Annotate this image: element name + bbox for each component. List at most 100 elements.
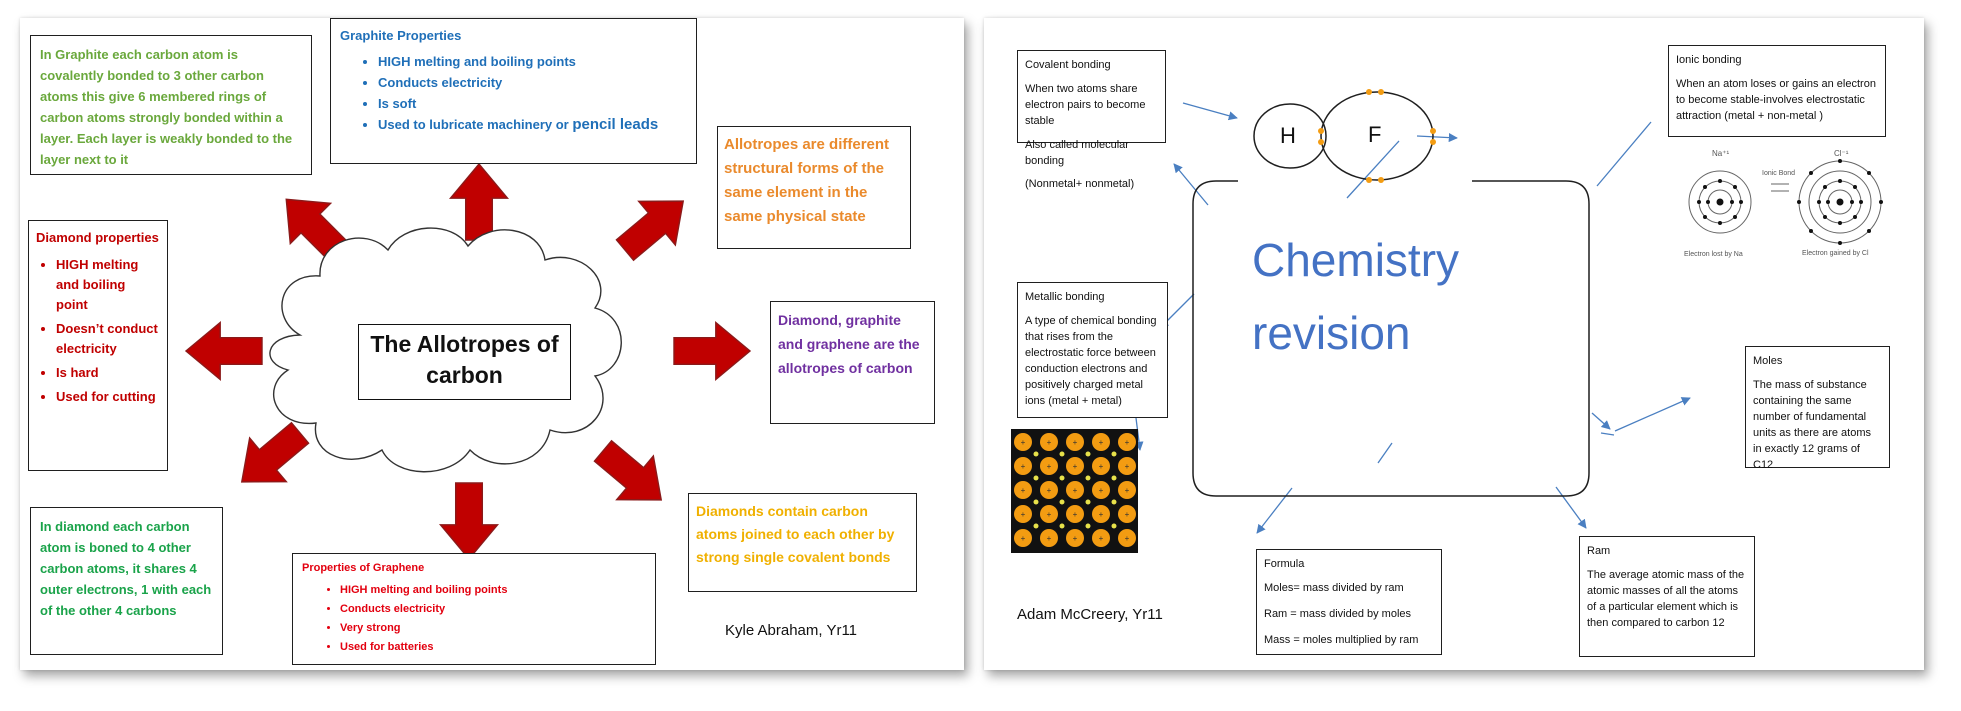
ram-text: The average atomic mass of the atomic ma… (1587, 569, 1745, 629)
graphite-structure-text: In Graphite each carbon atom is covalent… (40, 47, 293, 167)
arrow-down (439, 482, 499, 560)
free-electron (1111, 499, 1117, 505)
ion-charge: + (1073, 462, 1078, 471)
ion-charge: + (1021, 486, 1026, 495)
metal-ion (1092, 481, 1110, 499)
ion-charge: + (1099, 486, 1104, 495)
free-electron (1111, 475, 1117, 481)
ion-charge: + (1021, 438, 1026, 447)
moles-title: Moles (1753, 355, 1783, 367)
list-item-text: Used to lubricate machinery or (378, 117, 573, 132)
center-frame (1192, 180, 1590, 497)
formula-line: Moles= mass divided by ram (1264, 582, 1404, 594)
covalent-line: When two atoms share electron pairs to b… (1025, 83, 1146, 127)
diamond-structure-box: In diamond each carbon atom is boned to … (30, 507, 223, 655)
free-electron (1085, 499, 1091, 505)
ion-charge: + (1099, 534, 1104, 543)
metal-ion (1118, 457, 1136, 475)
ion-charge: + (1125, 534, 1130, 543)
ion-charge: + (1099, 510, 1104, 519)
ram-title: Ram (1587, 545, 1611, 557)
covalent-line: Also called molecular bonding (1025, 139, 1129, 167)
ionic-na-label: Na⁺¹ (1712, 149, 1730, 158)
metal-ion (1092, 457, 1110, 475)
metal-ion (1118, 481, 1136, 499)
ionic-text: When an atom loses or gains an electron … (1676, 78, 1876, 122)
metal-ion (1014, 457, 1032, 475)
list-item: Doesn’t conduct electricity (56, 319, 160, 359)
allotropes-definition-text: Allotropes are different structural form… (724, 136, 890, 225)
free-electron (1059, 451, 1065, 457)
covalent-title: Covalent bonding (1025, 59, 1111, 71)
ionic-bond-label: Ionic Bond (1762, 170, 1796, 177)
hf-label-h: H (1280, 123, 1296, 148)
graphene-properties-box: Properties of Graphene HIGH melting and … (292, 553, 656, 665)
allotropes-list-box: Diamond, graphite and graphene are the a… (770, 301, 935, 424)
metal-ion (1040, 529, 1058, 547)
free-electron (1059, 499, 1065, 505)
list-item: Very strong (340, 621, 646, 636)
allotropes-slide: The Allotropes of carbon In Graphite eac… (20, 18, 964, 670)
ion-charge: + (1047, 510, 1052, 519)
ion-charge: + (1047, 462, 1052, 471)
diamond-properties-title: Diamond properties (36, 230, 159, 245)
arrow-down-right (583, 428, 681, 523)
connectors-layer: +++++++++++++++++++++++++ (1011, 89, 1883, 553)
free-electron (1059, 475, 1065, 481)
list-item: HIGH melting and boiling point (56, 255, 160, 315)
list-item: HIGH melting and boiling points (378, 53, 687, 70)
free-electron (1085, 475, 1091, 481)
metal-ion (1040, 481, 1058, 499)
ion-charge: + (1047, 486, 1052, 495)
diamond-structure-text: In diamond each carbon atom is boned to … (40, 519, 212, 618)
graphite-structure-box: In Graphite each carbon atom is covalent… (30, 35, 312, 175)
metal-ion (1066, 481, 1084, 499)
allotropes-definition-box: Allotropes are different structural form… (717, 126, 911, 249)
formula-box: Formula Moles= mass divided by ram Ram =… (1256, 549, 1442, 655)
diamond-properties-box: Diamond properties HIGH melting and boil… (28, 220, 168, 471)
metal-ion (1014, 529, 1032, 547)
list-item: Used to lubricate machinery or pencil le… (378, 116, 687, 133)
formula-line: Mass = moles multiplied by ram (1264, 634, 1419, 646)
arrow-up-right (605, 178, 703, 273)
ion-charge: + (1021, 510, 1026, 519)
metal-ion (1014, 505, 1032, 523)
list-item: Conducts electricity (378, 74, 687, 91)
metal-ion (1014, 481, 1032, 499)
hf-label-f: F (1368, 122, 1382, 147)
free-electron (1033, 451, 1039, 457)
graphite-properties-title: Graphite Properties (340, 28, 462, 43)
metal-ion (1040, 505, 1058, 523)
metal-ion (1118, 529, 1136, 547)
metal-ion (1118, 505, 1136, 523)
ion-charge: + (1073, 510, 1078, 519)
diamond-bonds-text: Diamonds contain carbon atoms joined to … (696, 503, 895, 565)
free-electron (1085, 523, 1091, 529)
center-title-line-2: revision (1252, 307, 1411, 359)
ionic-bonding-box: Ionic bonding When an atom loses or gain… (1668, 45, 1886, 137)
metallic-bonding-box: Metallic bonding A type of chemical bond… (1017, 282, 1168, 418)
free-electron (1111, 523, 1117, 529)
author-right: Adam McCreery, Yr11 (1017, 606, 1163, 623)
ionic-cl-label: Cl⁻¹ (1834, 149, 1849, 158)
diamond-bonds-box: Diamonds contain carbon atoms joined to … (688, 493, 917, 592)
moles-text: The mass of substance containing the sam… (1753, 379, 1872, 471)
metal-ion (1092, 505, 1110, 523)
allotropes-list-text: Diamond, graphite and graphene are the a… (778, 312, 920, 376)
ion-charge: + (1125, 510, 1130, 519)
metal-ion (1040, 433, 1058, 451)
metal-ion (1014, 433, 1032, 451)
metal-ion (1092, 433, 1110, 451)
ion-charge: + (1099, 438, 1104, 447)
metal-ion (1118, 433, 1136, 451)
metallic-text: A type of chemical bonding that rises fr… (1025, 315, 1157, 407)
free-electron (1033, 475, 1039, 481)
ionic-title: Ionic bonding (1676, 54, 1742, 66)
center-title-box: The Allotropes of carbon (358, 324, 571, 400)
graphite-properties-list: HIGH melting and boiling points Conducts… (340, 53, 687, 133)
covalent-bonding-box: Covalent bonding When two atoms share el… (1017, 50, 1166, 190)
arrow-right (673, 321, 751, 381)
ram-box: Ram The average atomic mass of the atomi… (1579, 536, 1755, 657)
metal-ion (1040, 457, 1058, 475)
list-item: Is hard (56, 363, 160, 383)
